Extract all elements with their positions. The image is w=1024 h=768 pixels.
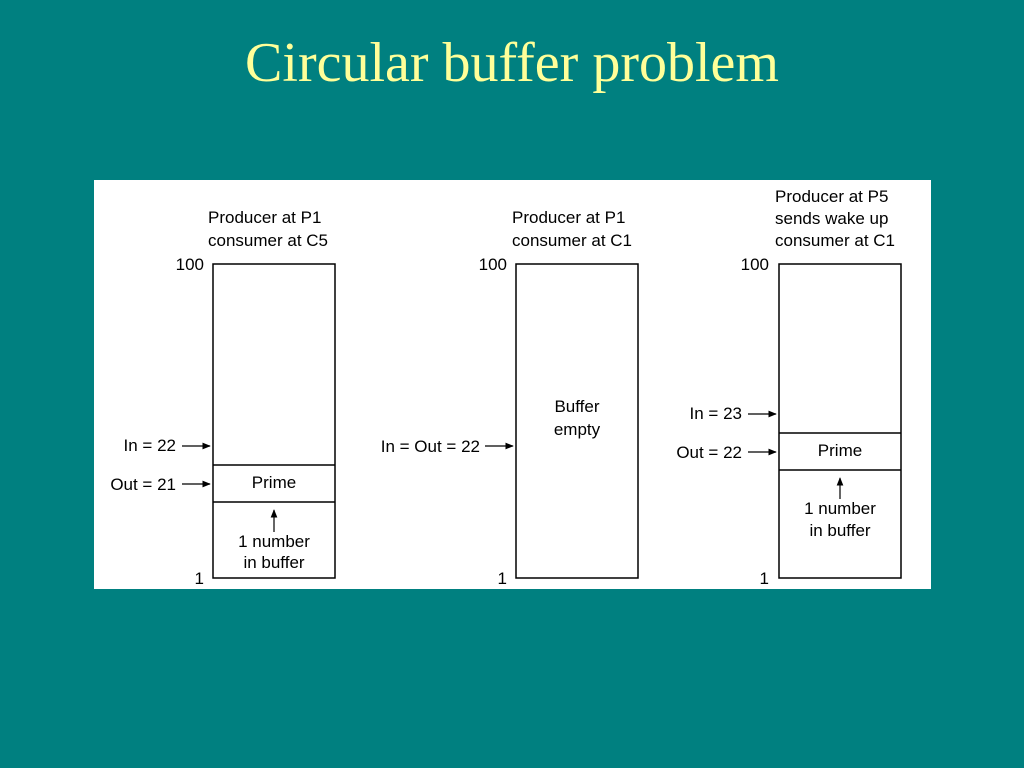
panel-2-center-text-line-1: Buffer <box>554 397 599 416</box>
panel-3: Producer at P5 sends wake up consumer at… <box>676 187 902 588</box>
panel-2: Producer at P1 consumer at C1 100 1 Buff… <box>381 208 639 588</box>
panel-2-in-out-label: In = Out = 22 <box>381 437 480 456</box>
panel-3-buffer <box>778 263 902 579</box>
panel-3-bottom-label: 1 <box>760 569 769 588</box>
panel-2-buffer <box>515 263 639 579</box>
panel-1-heading-line-1: Producer at P1 <box>208 208 321 227</box>
panel-2-heading-line-1: Producer at P1 <box>512 208 625 227</box>
panel-1-bottom-label: 1 <box>195 569 204 588</box>
panel-2-bottom-label: 1 <box>498 569 507 588</box>
panel-1-out-label: Out = 21 <box>110 475 176 494</box>
slide-title: Circular buffer problem <box>245 32 779 94</box>
panel-3-note-line-1: 1 number <box>804 499 876 518</box>
panel-1: Producer at P1 consumer at C5 100 1 Prim… <box>110 208 336 588</box>
panel-3-in-label: In = 23 <box>690 404 742 423</box>
panel-3-heading-line-1: Producer at P5 <box>775 187 888 206</box>
panel-3-slot-label: Prime <box>818 441 862 460</box>
panel-3-heading-line-3: consumer at C1 <box>775 231 895 250</box>
panel-1-top-label: 100 <box>176 255 204 274</box>
panel-1-heading-line-2: consumer at C5 <box>208 231 328 250</box>
panel-1-in-label: In = 22 <box>124 436 176 455</box>
panel-1-buffer <box>212 263 336 579</box>
panel-1-note-line-2: in buffer <box>243 553 304 572</box>
circular-buffer-diagram: Producer at P1 consumer at C5 100 1 Prim… <box>110 187 902 588</box>
panel-2-top-label: 100 <box>479 255 507 274</box>
panel-3-out-label: Out = 22 <box>676 443 742 462</box>
panel-2-heading-line-2: consumer at C1 <box>512 231 632 250</box>
panel-3-heading-line-2: sends wake up <box>775 209 888 228</box>
panel-1-slot-label: Prime <box>252 473 296 492</box>
panel-2-center-text-line-2: empty <box>554 420 601 439</box>
panel-1-note-line-1: 1 number <box>238 532 310 551</box>
panel-3-note-line-2: in buffer <box>809 521 870 540</box>
circular-buffer-figure: Producer at P1 consumer at C5 100 1 Prim… <box>94 180 931 589</box>
panel-3-top-label: 100 <box>741 255 769 274</box>
